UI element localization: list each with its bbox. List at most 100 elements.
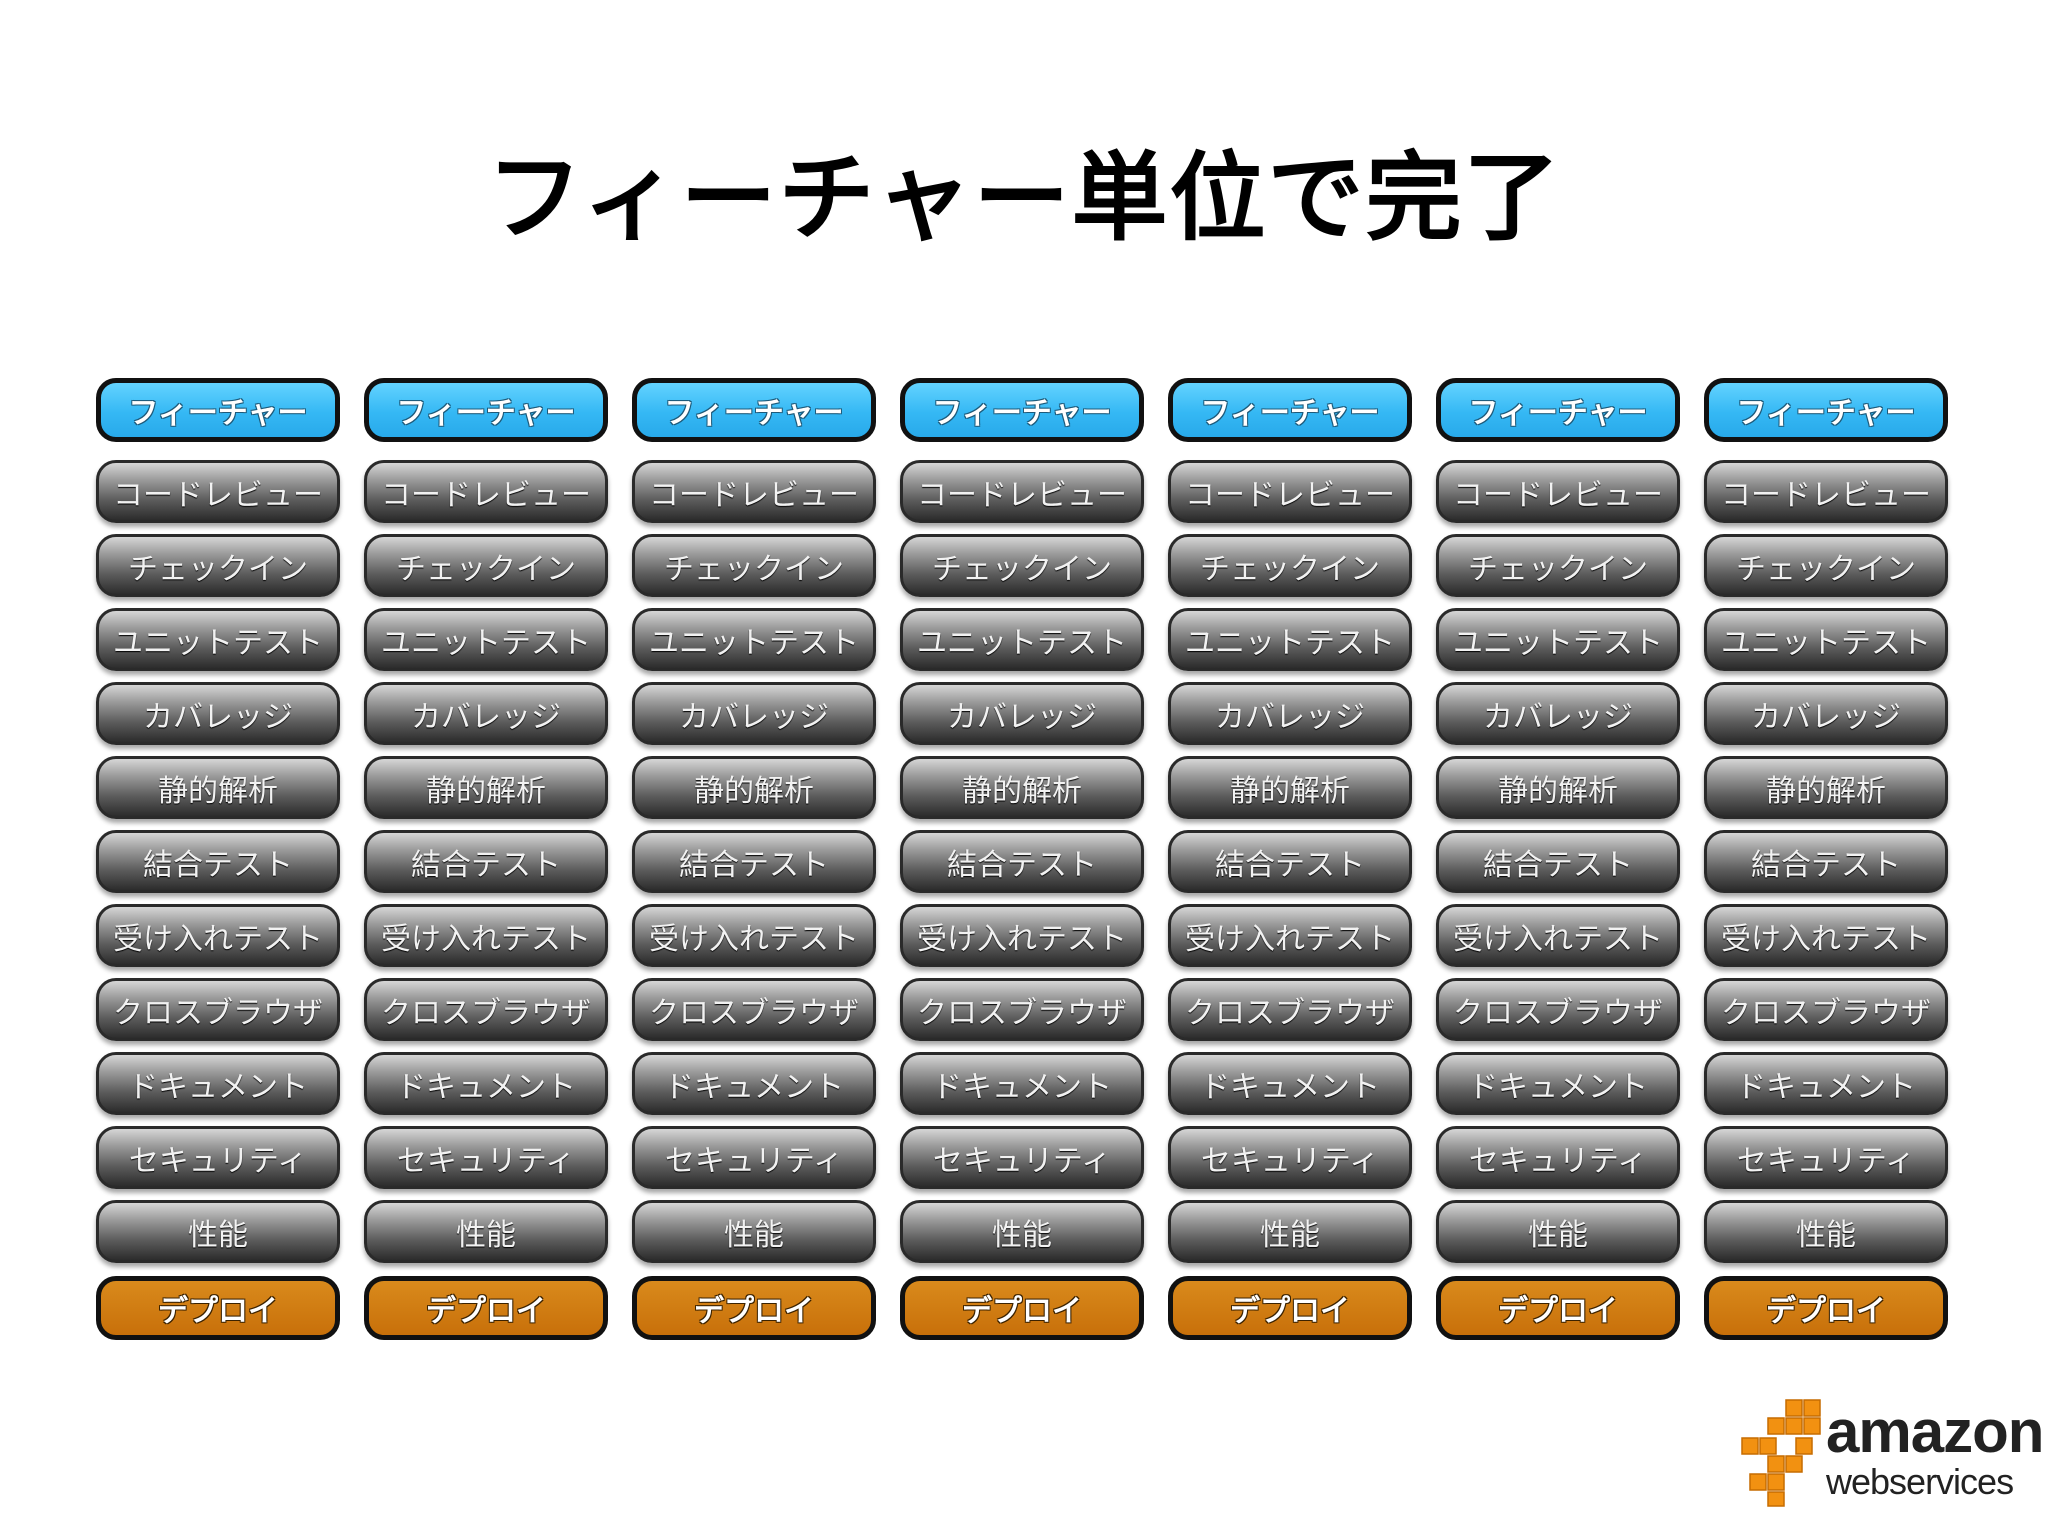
step-pill: 性能 xyxy=(1436,1200,1680,1263)
step-pill: チェックイン xyxy=(1168,534,1412,597)
step-pill: クロスブラウザ xyxy=(632,978,876,1041)
step-pill: ユニットテスト xyxy=(364,608,608,671)
step-pill: ドキュメント xyxy=(1168,1052,1412,1115)
feature-pill: フィーチャー xyxy=(96,378,340,442)
step-pill: 性能 xyxy=(96,1200,340,1263)
step-pill: コードレビュー xyxy=(1704,460,1948,523)
step-pill: コードレビュー xyxy=(1436,460,1680,523)
step-pill: 性能 xyxy=(1704,1200,1948,1263)
step-pill: クロスブラウザ xyxy=(364,978,608,1041)
step-pill: 受け入れテスト xyxy=(900,904,1144,967)
step-pill: 性能 xyxy=(364,1200,608,1263)
step-pill: ドキュメント xyxy=(364,1052,608,1115)
deploy-pill: デプロイ xyxy=(1436,1276,1680,1340)
step-pill: クロスブラウザ xyxy=(1704,978,1948,1041)
feature-column: フィーチャーコードレビューチェックインユニットテストカバレッジ静的解析結合テスト… xyxy=(1168,378,1412,1340)
step-pill: 結合テスト xyxy=(1168,830,1412,893)
feature-column: フィーチャーコードレビューチェックインユニットテストカバレッジ静的解析結合テスト… xyxy=(364,378,608,1340)
step-pill: 静的解析 xyxy=(1704,756,1948,819)
step-pill: 結合テスト xyxy=(96,830,340,893)
step-pill: コードレビュー xyxy=(632,460,876,523)
step-pill: クロスブラウザ xyxy=(1168,978,1412,1041)
feature-column: フィーチャーコードレビューチェックインユニットテストカバレッジ静的解析結合テスト… xyxy=(632,378,876,1340)
step-pill: チェックイン xyxy=(632,534,876,597)
step-pill: 静的解析 xyxy=(900,756,1144,819)
logo-subtitle: webservices xyxy=(1826,1461,2014,1502)
feature-pill: フィーチャー xyxy=(1168,378,1412,442)
deploy-pill: デプロイ xyxy=(632,1276,876,1340)
deploy-pill: デプロイ xyxy=(1168,1276,1412,1340)
step-pill: チェックイン xyxy=(1436,534,1680,597)
step-pill: ドキュメント xyxy=(900,1052,1144,1115)
step-pill: クロスブラウザ xyxy=(1436,978,1680,1041)
step-pill: 受け入れテスト xyxy=(364,904,608,967)
step-pill: コードレビュー xyxy=(1168,460,1412,523)
step-pill: チェックイン xyxy=(900,534,1144,597)
step-pill: ユニットテスト xyxy=(900,608,1144,671)
feature-pill: フィーチャー xyxy=(1704,378,1948,442)
step-pill: カバレッジ xyxy=(632,682,876,745)
aws-logo: amazon webservices xyxy=(1740,1398,2044,1508)
step-pill: セキュリティ xyxy=(1704,1126,1948,1189)
step-pill: ユニットテスト xyxy=(632,608,876,671)
step-pill: セキュリティ xyxy=(632,1126,876,1189)
step-pill: 受け入れテスト xyxy=(1436,904,1680,967)
step-pill: セキュリティ xyxy=(900,1126,1144,1189)
pipeline-grid: フィーチャーコードレビューチェックインユニットテストカバレッジ静的解析結合テスト… xyxy=(96,378,1954,1340)
step-pill: 受け入れテスト xyxy=(96,904,340,967)
step-pill: セキュリティ xyxy=(364,1126,608,1189)
step-pill: 静的解析 xyxy=(1168,756,1412,819)
step-pill: セキュリティ xyxy=(1436,1126,1680,1189)
step-pill: 結合テスト xyxy=(632,830,876,893)
step-pill: 受け入れテスト xyxy=(1704,904,1948,967)
step-pill: 静的解析 xyxy=(96,756,340,819)
step-pill: 性能 xyxy=(632,1200,876,1263)
step-pill: 静的解析 xyxy=(1436,756,1680,819)
step-pill: ユニットテスト xyxy=(96,608,340,671)
feature-column: フィーチャーコードレビューチェックインユニットテストカバレッジ静的解析結合テスト… xyxy=(900,378,1144,1340)
step-pill: カバレッジ xyxy=(900,682,1144,745)
slide-title: フィーチャー単位で完了 xyxy=(486,142,1562,254)
step-pill: チェックイン xyxy=(364,534,608,597)
step-pill: 静的解析 xyxy=(632,756,876,819)
step-pill: 受け入れテスト xyxy=(1168,904,1412,967)
step-pill: クロスブラウザ xyxy=(96,978,340,1041)
step-pill: クロスブラウザ xyxy=(900,978,1144,1041)
step-pill: コードレビュー xyxy=(96,460,340,523)
step-pill: カバレッジ xyxy=(1704,682,1948,745)
deploy-pill: デプロイ xyxy=(96,1276,340,1340)
step-pill: ユニットテスト xyxy=(1704,608,1948,671)
step-pill: 結合テスト xyxy=(1436,830,1680,893)
feature-pill: フィーチャー xyxy=(900,378,1144,442)
logo-wordmark: amazon xyxy=(1826,1398,2044,1465)
step-pill: 静的解析 xyxy=(364,756,608,819)
step-pill: ユニットテスト xyxy=(1168,608,1412,671)
feature-pill: フィーチャー xyxy=(364,378,608,442)
step-pill: チェックイン xyxy=(96,534,340,597)
feature-pill: フィーチャー xyxy=(632,378,876,442)
step-pill: ユニットテスト xyxy=(1436,608,1680,671)
feature-column: フィーチャーコードレビューチェックインユニットテストカバレッジ静的解析結合テスト… xyxy=(96,378,340,1340)
step-pill: カバレッジ xyxy=(364,682,608,745)
step-pill: カバレッジ xyxy=(96,682,340,745)
step-pill: チェックイン xyxy=(1704,534,1948,597)
step-pill: コードレビュー xyxy=(364,460,608,523)
aws-cubes-icon xyxy=(1741,1399,1821,1507)
step-pill: カバレッジ xyxy=(1168,682,1412,745)
step-pill: 性能 xyxy=(1168,1200,1412,1263)
step-pill: ドキュメント xyxy=(1436,1052,1680,1115)
step-pill: 性能 xyxy=(900,1200,1144,1263)
step-pill: 受け入れテスト xyxy=(632,904,876,967)
step-pill: 結合テスト xyxy=(900,830,1144,893)
step-pill: カバレッジ xyxy=(1436,682,1680,745)
step-pill: セキュリティ xyxy=(96,1126,340,1189)
step-pill: ドキュメント xyxy=(1704,1052,1948,1115)
step-pill: コードレビュー xyxy=(900,460,1144,523)
feature-pill: フィーチャー xyxy=(1436,378,1680,442)
deploy-pill: デプロイ xyxy=(1704,1276,1948,1340)
deploy-pill: デプロイ xyxy=(364,1276,608,1340)
feature-column: フィーチャーコードレビューチェックインユニットテストカバレッジ静的解析結合テスト… xyxy=(1704,378,1948,1340)
feature-column: フィーチャーコードレビューチェックインユニットテストカバレッジ静的解析結合テスト… xyxy=(1436,378,1680,1340)
step-pill: 結合テスト xyxy=(364,830,608,893)
deploy-pill: デプロイ xyxy=(900,1276,1144,1340)
